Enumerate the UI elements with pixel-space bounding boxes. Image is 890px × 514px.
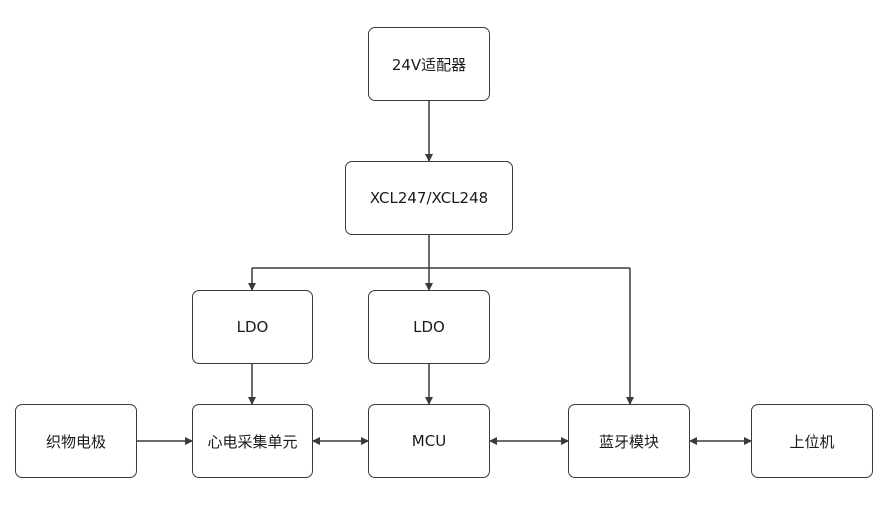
node-bluetooth: 蓝牙模块 <box>568 404 690 478</box>
node-host: 上位机 <box>751 404 873 478</box>
node-ldo-left: LDO <box>192 290 313 364</box>
node-dcdc: XCL247/XCL248 <box>345 161 513 235</box>
node-adapter: 24V适配器 <box>368 27 490 101</box>
node-mcu: MCU <box>368 404 490 478</box>
node-ldo-mid: LDO <box>368 290 490 364</box>
node-ecg-unit: 心电采集单元 <box>192 404 313 478</box>
node-electrode: 织物电极 <box>15 404 137 478</box>
